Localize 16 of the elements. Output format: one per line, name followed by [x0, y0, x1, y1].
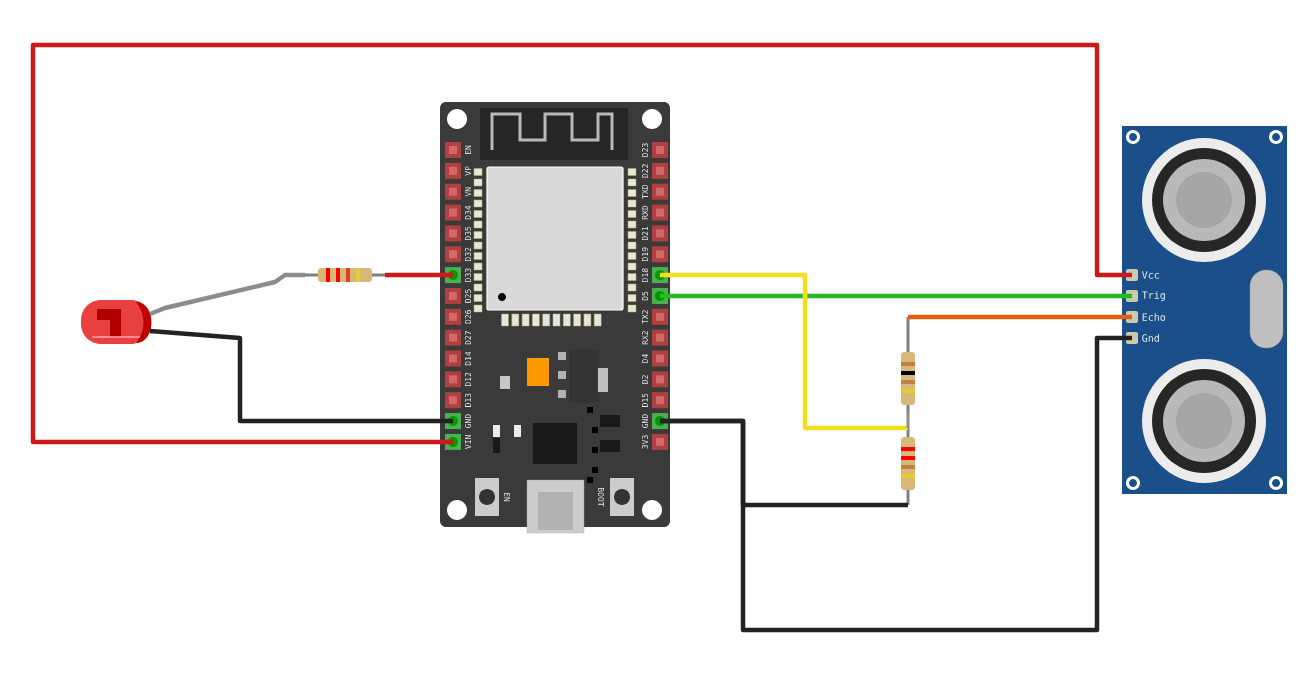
pin-label: Trig — [1141, 291, 1165, 301]
wire — [385, 272, 453, 278]
wire — [660, 293, 1132, 299]
wire — [908, 314, 1132, 320]
pin-label: Gnd — [1142, 334, 1159, 342]
pin-label: Vcc — [1142, 271, 1159, 279]
wire — [660, 272, 908, 431]
wire — [149, 272, 305, 317]
led-drawing — [81, 300, 152, 344]
pin-label: Echo — [1142, 313, 1166, 321]
wire — [149, 328, 453, 424]
resistor-lead — [906, 412, 910, 428]
resistor — [901, 428, 915, 505]
resistor — [901, 317, 915, 412]
wire — [660, 335, 1132, 633]
resistor — [305, 268, 385, 282]
